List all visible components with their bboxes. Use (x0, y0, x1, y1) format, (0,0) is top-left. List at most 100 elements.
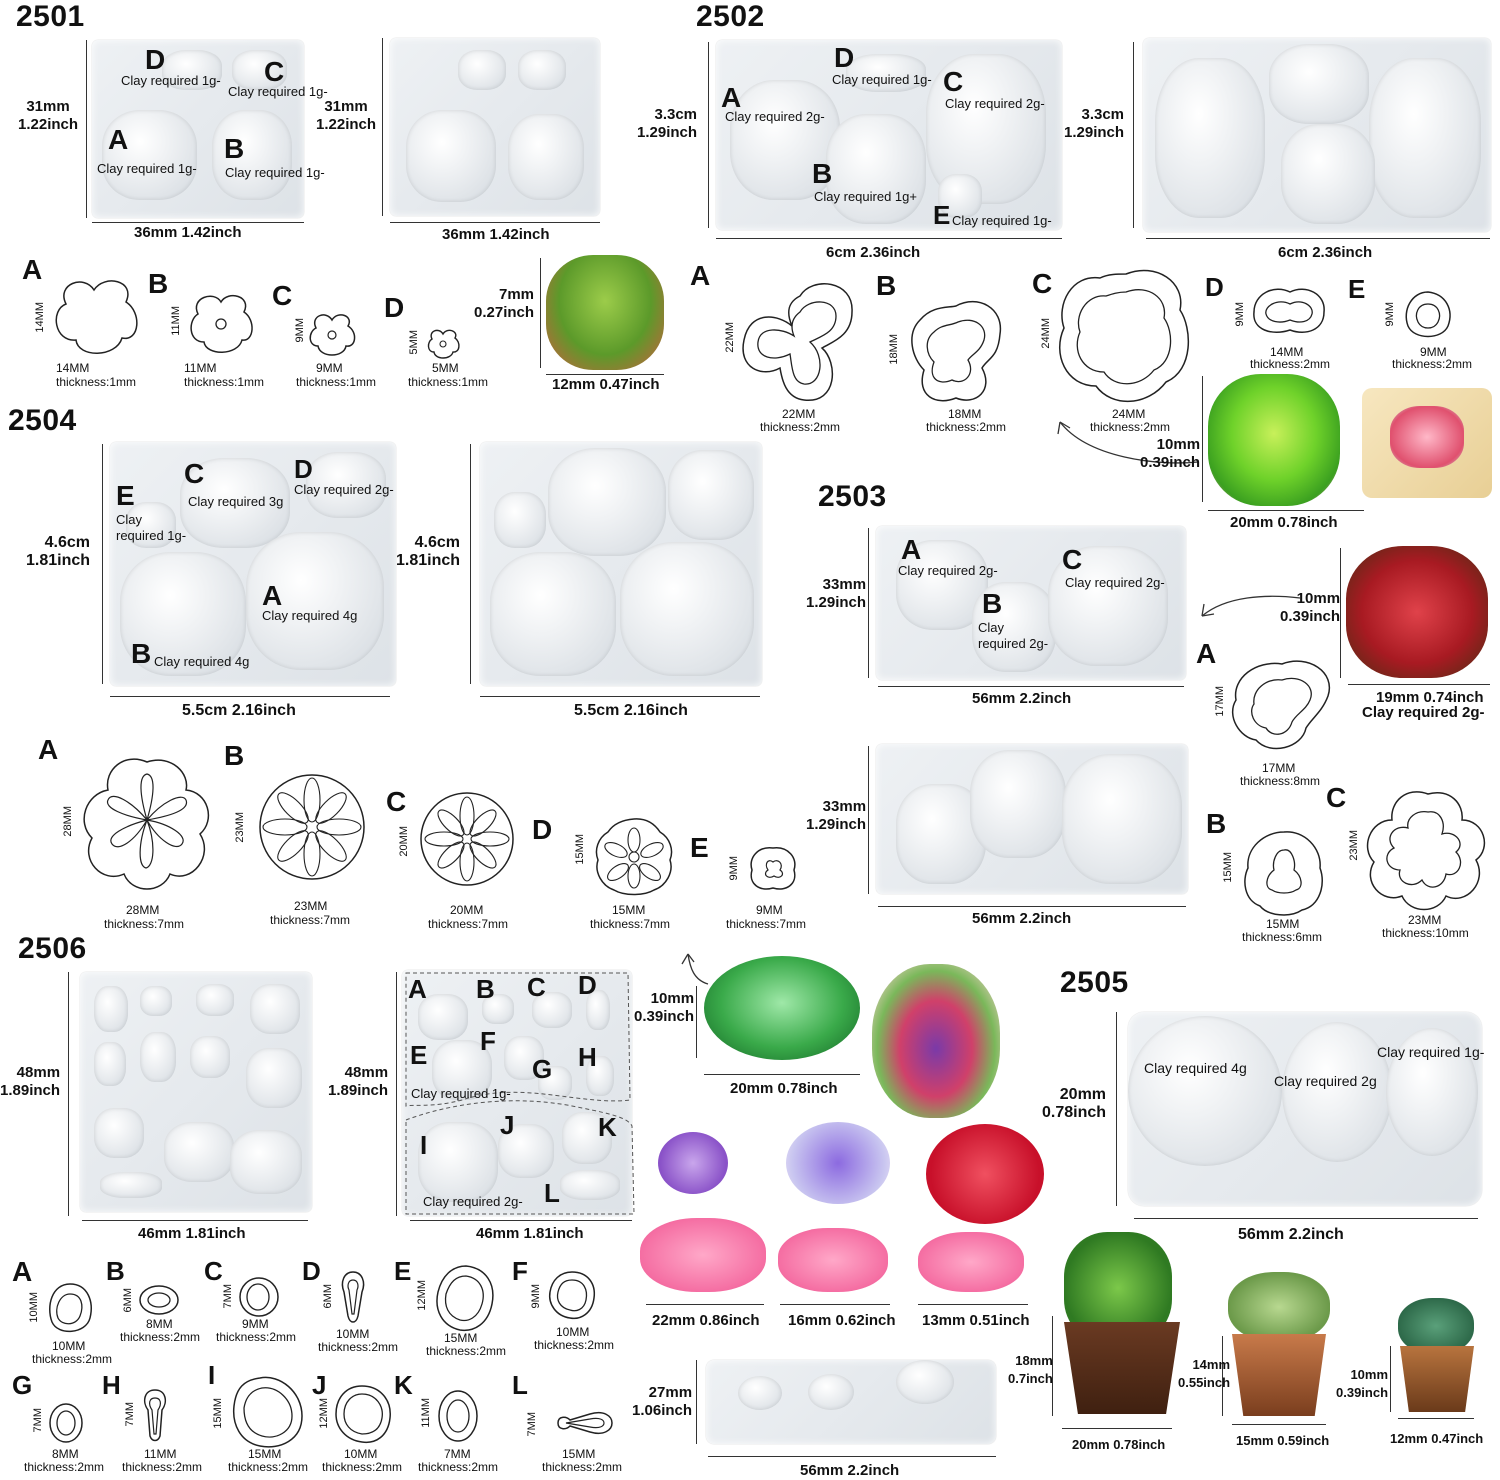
shape-thickness: thickness:2mm (228, 1460, 309, 1474)
mold-2503-back (876, 744, 1188, 894)
cavity-letter: J (500, 1110, 515, 1140)
width-label: 6cm 2.36inch (826, 244, 921, 261)
shape-letter: E (394, 1256, 412, 1286)
round-shape-outline (335, 1385, 391, 1444)
clay-label: Clay required 4g (1144, 1060, 1247, 1076)
product-height: 7mm 0.27inch (474, 286, 535, 321)
clay-label: Clay required 2g- (725, 109, 825, 124)
shape-size: 24MM (1112, 407, 1146, 421)
pot-height: 10mm 0.39inch (1336, 1367, 1389, 1400)
product-height: 10mm 0.39inch (634, 990, 695, 1025)
shape-size: 11MM (184, 361, 217, 375)
shape-thickness: thickness:8mm (1240, 774, 1321, 788)
circle-shape-outline (239, 1277, 279, 1317)
cavity-letter: C (184, 458, 205, 489)
clay-label: Clay required 1g- (228, 84, 328, 99)
shape-size: 8MM (146, 1317, 173, 1331)
cavity-letter: K (598, 1112, 617, 1142)
cavity-letter: C (264, 56, 285, 87)
seven-petal-flower-outline (595, 818, 673, 896)
height-label: 4.6cm 1.81inch (26, 534, 91, 569)
flower-shape-outline (190, 294, 253, 353)
vertical-size: 15MM (1222, 852, 1234, 883)
shape-letter: A (22, 254, 43, 285)
shape-size: 11MM (144, 1447, 177, 1461)
pink-rose-small-photo (918, 1232, 1024, 1292)
vertical-size: 18MM (888, 334, 900, 365)
vertical-size: 12MM (318, 1398, 330, 1429)
pot-width: 12mm 0.47inch (1390, 1431, 1484, 1446)
mold-roses (706, 1360, 996, 1444)
curved-arrow (681, 953, 709, 985)
vertical-size: 11MM (170, 306, 182, 336)
lilac-resin-rose-photo (786, 1122, 890, 1204)
mold-2504-back (480, 442, 762, 686)
mold-2504-front (110, 442, 396, 686)
shape-thickness: thickness:2mm (926, 420, 1007, 434)
green-resin-succulent-photo (704, 956, 860, 1060)
shape-letter: E (1348, 274, 1366, 304)
clay-label: Clay required 3g (188, 494, 284, 509)
shape-size: 10MM (556, 1325, 590, 1339)
shape-letter: I (208, 1360, 216, 1390)
set-code-2504: 2504 (8, 404, 77, 437)
product-width: 20mm 0.78inch (1230, 514, 1338, 531)
height-label: 4.6cm 1.81inch (396, 534, 461, 569)
product-height: 10mm 0.39inch (1140, 436, 1201, 471)
shape-thickness: thickness:2mm (1250, 357, 1331, 371)
shape-size: 9MM (756, 903, 783, 917)
shape-size: 23MM (294, 899, 328, 913)
shape-letter: C (204, 1256, 223, 1286)
vertical-size: 28MM (62, 806, 74, 837)
cavity-letter: E (410, 1040, 428, 1070)
vertical-size: 11MM (420, 1398, 432, 1428)
pebble-shape-outline (49, 1283, 92, 1332)
width-label: 36mm 1.42inch (442, 226, 550, 243)
rose-width: 16mm 0.62inch (788, 1312, 896, 1329)
cavity-letter: B (812, 158, 833, 189)
clay-label: Clay required 2g- (294, 482, 394, 497)
cavity-letter: A (721, 82, 742, 113)
shape-size: 7MM (444, 1447, 471, 1461)
cavity-letter: E (116, 480, 135, 511)
shape-size: 10MM (344, 1447, 378, 1461)
shape-letter: D (302, 1256, 321, 1286)
shape-thickness: thickness:2mm (120, 1330, 201, 1344)
vertical-size: 23MM (234, 812, 246, 843)
shape-size: 8MM (52, 1447, 79, 1461)
cavity-letter: D (578, 970, 597, 1000)
green-succulent-photo (546, 255, 664, 370)
succulent-top-photo (1228, 1272, 1330, 1342)
six-petal-flower-outline (83, 758, 210, 890)
width-label: 6cm 2.36inch (1278, 244, 1373, 261)
quatrefoil-shape-outline (55, 280, 138, 354)
round-shape-outline (548, 1271, 596, 1320)
shape-size: 9MM (316, 361, 343, 375)
cavity-letter: D (294, 454, 313, 484)
shape-letter: D (532, 814, 553, 845)
pot-photo-large (1064, 1322, 1180, 1414)
vertical-size: 24MM (1040, 318, 1052, 349)
shape-size: 10MM (336, 1327, 370, 1341)
height-label: 3.3cm 1.29inch (637, 106, 698, 141)
trefoil-shape-outline (1244, 831, 1323, 916)
shape-thickness: thickness:1mm (296, 375, 377, 389)
cavity-letter: C (1062, 544, 1083, 575)
red-rose-photo (926, 1124, 1044, 1224)
width-label: 56mm 2.2inch (1238, 1226, 1344, 1243)
pot-width: 15mm 0.59inch (1236, 1433, 1330, 1448)
keyhole-shape-outline (341, 1271, 365, 1323)
shape-size: 20MM (450, 903, 484, 917)
width-label: 36mm 1.42inch (134, 224, 242, 241)
cavity-letter: B (476, 974, 495, 1004)
vertical-size: 5MM (408, 330, 420, 355)
trefoil-shape-outline (742, 283, 853, 401)
trefoil-shape-outline (1231, 660, 1331, 750)
clay-label: Clay required 2g- (945, 96, 1045, 111)
vertical-size: 9MM (530, 1284, 542, 1309)
shape-letter: L (512, 1370, 528, 1400)
height-label: 27mm 1.06inch (632, 1384, 693, 1419)
shape-size: 14MM (1270, 345, 1304, 359)
width-label: 46mm 1.81inch (138, 1225, 246, 1242)
vertical-size: 7MM (32, 1408, 44, 1433)
